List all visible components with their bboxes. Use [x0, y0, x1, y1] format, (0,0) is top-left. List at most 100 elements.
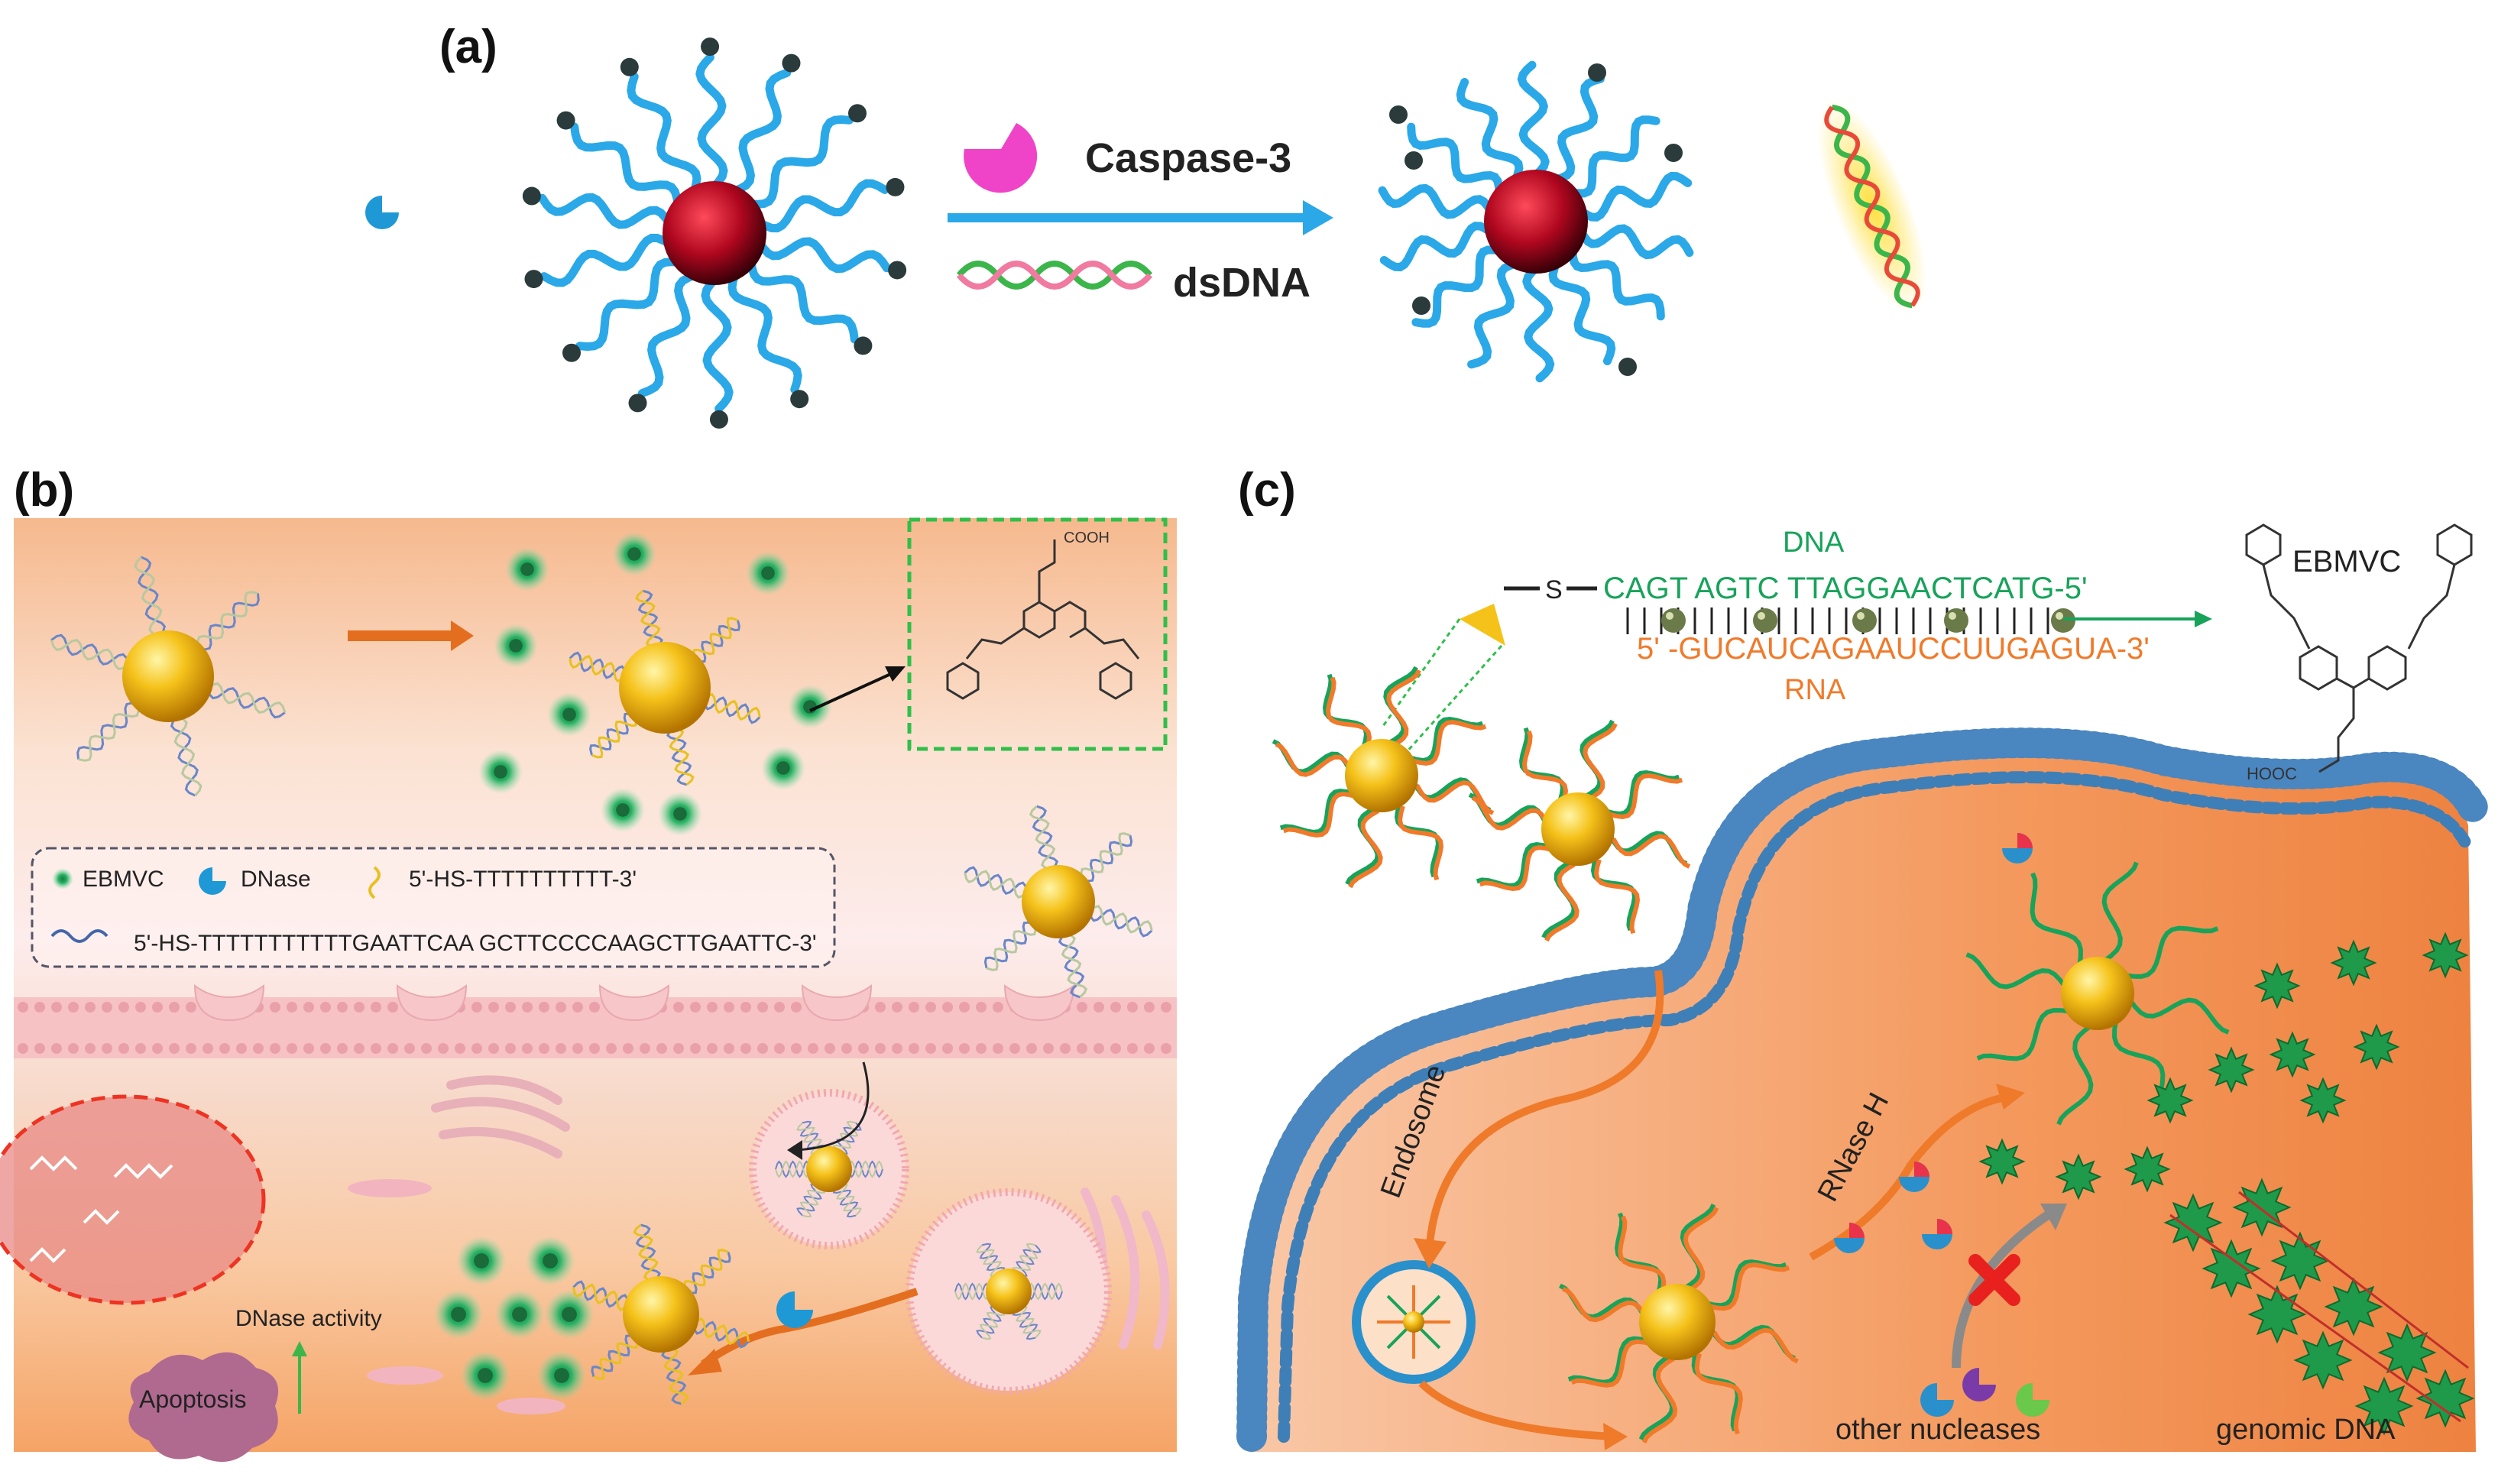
helix-strand	[847, 1160, 883, 1178]
helix-strand	[76, 701, 138, 760]
ebmvc-dye-core	[554, 1368, 569, 1383]
helix-strand	[695, 620, 740, 663]
ebmvc-dye-core	[478, 1368, 493, 1383]
dnase-icon-top	[365, 196, 399, 229]
lipid-head	[102, 1043, 112, 1054]
gold-nanoparticle-probe	[50, 556, 287, 797]
cooh-label: COOH	[1064, 530, 1110, 546]
mitochondria-icon	[348, 1179, 432, 1197]
lipid-head	[68, 1002, 79, 1013]
lipid-head	[909, 1002, 919, 1013]
lipid-head	[1127, 1043, 1138, 1054]
helix-strand	[832, 1185, 859, 1218]
endosome-with-probe	[749, 1089, 909, 1249]
dna-strand	[2056, 1023, 2094, 1126]
lipid-head	[673, 1043, 684, 1054]
helix-strand	[1082, 834, 1133, 883]
lipid-head	[1026, 1043, 1037, 1054]
helix-strand	[847, 1160, 883, 1178]
lipid-head	[572, 1043, 583, 1054]
lipid-head	[656, 1043, 667, 1054]
ebmvc-dye-core	[562, 1307, 577, 1322]
lipid-bilayer	[1236, 727, 2490, 1452]
endosome-strand	[1419, 1327, 1441, 1350]
genomic-strand	[2238, 1191, 2469, 1369]
dna-strand	[1590, 856, 1638, 932]
mitochondria-icon	[367, 1366, 443, 1385]
released-ebmvc-dyes-cell	[433, 1236, 595, 1401]
helix-strand	[591, 715, 637, 759]
release-arrowhead	[688, 1349, 722, 1375]
ebmvc-burst-icon	[2353, 1023, 2400, 1071]
lipid-head	[589, 1002, 600, 1013]
lipid-head	[438, 1043, 449, 1054]
lipid-head	[287, 1002, 297, 1013]
lipid-head	[85, 1002, 96, 1013]
rna-strand	[1544, 862, 1579, 942]
rna-strand	[1611, 834, 1691, 869]
endosome-with-probe	[906, 1188, 1112, 1395]
lipid-head	[68, 1043, 79, 1054]
entry-arrowhead	[1414, 1238, 1447, 1269]
lipid-head	[690, 1043, 701, 1054]
lipid-head	[186, 1043, 196, 1054]
lipid-head	[354, 1043, 364, 1054]
lipid-head	[522, 1002, 533, 1013]
lipid-head	[841, 1043, 852, 1054]
lipid-head	[556, 1043, 566, 1054]
lipid-head	[152, 1002, 163, 1013]
lipid-head	[539, 1043, 549, 1054]
helix-strand	[836, 1184, 862, 1217]
ebmvc-burst-icon	[2299, 1077, 2347, 1124]
helix-strand	[663, 1346, 689, 1405]
lipid-head	[808, 1043, 818, 1054]
lipid-head	[421, 1043, 432, 1054]
lipid-head	[1161, 1043, 1171, 1054]
helix-strand	[637, 589, 663, 649]
ebmvc-released-dyes	[1978, 932, 2469, 1200]
red-core-icon	[663, 181, 766, 285]
lipid-head	[925, 1043, 936, 1054]
dna-strand	[1965, 952, 2068, 990]
lipid-head	[572, 1002, 583, 1013]
blocked-arrow	[1952, 1211, 2051, 1369]
peptide-end-icon	[522, 186, 541, 206]
ebmvc-legend-icon	[52, 868, 73, 889]
gold-core-icon	[619, 642, 711, 734]
rnase-h-enzymes	[1834, 833, 2033, 1253]
rnase-h-part	[2017, 833, 2033, 848]
dye-bead-icon	[1852, 608, 1877, 633]
receptor-icon	[598, 983, 670, 1022]
ebmvc-dye-core	[803, 700, 817, 714]
helix-strand	[569, 651, 627, 679]
rna-strand	[1275, 742, 1355, 777]
lipid-head	[1144, 1043, 1155, 1054]
gold-nanoflare-probe	[1272, 666, 1495, 889]
lipid-head	[371, 1002, 381, 1013]
lipid-head	[34, 1002, 45, 1013]
helix-strand	[170, 715, 199, 797]
dna-strand	[1279, 788, 1355, 835]
ebmvc-dye-core	[673, 807, 687, 821]
receptor-icon	[396, 983, 468, 1022]
helix-strand	[979, 1307, 1006, 1340]
strand	[1567, 115, 1660, 198]
gold-nanoflare-probe	[1468, 719, 1691, 942]
helix-strand	[589, 712, 635, 756]
ebmvc-dye-core	[494, 765, 507, 779]
base-pair-ticks	[1626, 608, 2075, 634]
helix-strand	[1016, 1244, 1042, 1277]
helix-strand	[976, 1244, 1002, 1277]
strand	[701, 274, 734, 413]
helix-strand	[1027, 1282, 1063, 1301]
lipid-head	[724, 1043, 734, 1054]
strand	[1517, 60, 1550, 180]
lipid-head	[1161, 1002, 1171, 1013]
panel-b-label: (b)	[14, 464, 74, 517]
helix-strand	[50, 633, 130, 666]
dye-pointer-arrowhead	[2195, 611, 2212, 627]
strand	[747, 256, 859, 344]
rnase-h-part	[1937, 1219, 1952, 1234]
peptide-end-icon	[620, 57, 639, 76]
gold-wedge	[1460, 604, 1505, 646]
